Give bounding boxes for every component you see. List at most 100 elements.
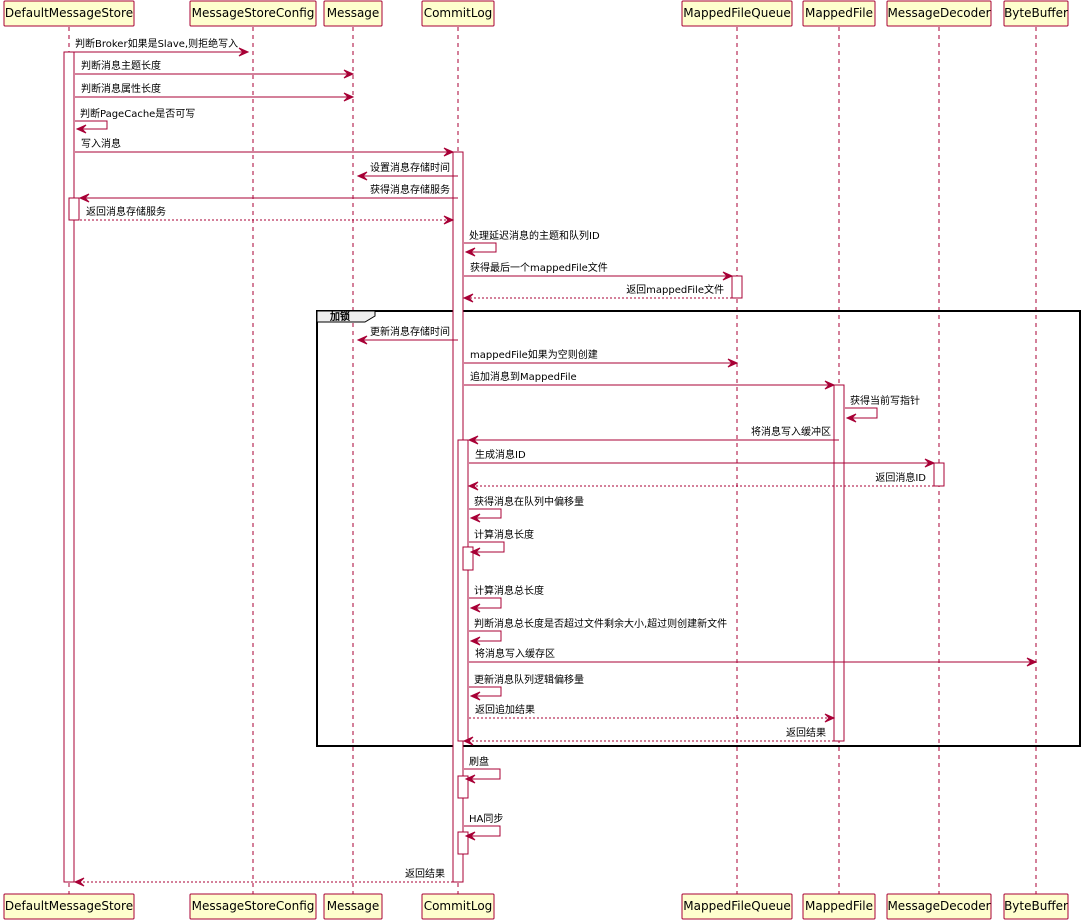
activation-CommitLog-9 bbox=[457, 831, 469, 855]
activation-DefaultMessageStore-1 bbox=[68, 197, 80, 221]
message-label-18: 获得消息在队列中偏移量 bbox=[474, 495, 584, 508]
arrowhead-6 bbox=[78, 193, 90, 203]
message-arrow-26 bbox=[464, 768, 501, 780]
arrowhead-26 bbox=[464, 774, 476, 784]
message-label-4: 写入消息 bbox=[81, 137, 121, 150]
participant-label-DefaultMessageStore-bottom: DefaultMessageStore bbox=[5, 899, 133, 913]
participant-box-MappedFileQueue-top bbox=[681, 0, 793, 27]
message-arrow-27 bbox=[464, 825, 501, 837]
message-label-3: 判断PageCache是否可写 bbox=[80, 107, 195, 120]
message-label-16: 生成消息ID bbox=[475, 448, 526, 461]
participant-label-MessageDecoder-top: MessageDecoder bbox=[887, 6, 990, 20]
participant-label-MessageStoreConfig-bottom: MessageStoreConfig bbox=[192, 899, 315, 913]
message-label-26: 刷盘 bbox=[469, 755, 489, 768]
message-label-20: 计算消息总长度 bbox=[474, 584, 544, 597]
arrowhead-1 bbox=[343, 69, 355, 79]
arrowhead-2 bbox=[343, 92, 355, 102]
message-arrow-20 bbox=[469, 597, 502, 609]
participant-box-Message-bottom bbox=[323, 893, 383, 920]
arrowhead-22 bbox=[1026, 657, 1038, 667]
message-arrow-23 bbox=[469, 686, 502, 697]
arrowhead-12 bbox=[727, 358, 739, 368]
message-label-13: 追加消息到MappedFile bbox=[470, 370, 577, 383]
arrowhead-23 bbox=[469, 691, 481, 701]
message-label-25: 返回结果 bbox=[786, 726, 826, 739]
message-label-11: 更新消息存储时间 bbox=[370, 325, 450, 338]
group-frame-lock bbox=[316, 310, 1081, 747]
arrowhead-8 bbox=[464, 247, 476, 257]
message-label-19: 计算消息长度 bbox=[474, 528, 534, 541]
arrowhead-21 bbox=[469, 636, 481, 646]
participant-box-CommitLog-top bbox=[421, 0, 495, 27]
message-label-22: 将消息写入缓存区 bbox=[475, 647, 555, 660]
message-label-14: 获得当前写指针 bbox=[850, 394, 920, 407]
message-label-1: 判断消息主题长度 bbox=[81, 59, 161, 72]
message-label-6: 获得消息存储服务 bbox=[370, 183, 450, 196]
message-label-10: 返回mappedFile文件 bbox=[626, 283, 724, 296]
message-label-27: HA同步 bbox=[469, 813, 503, 825]
message-label-8: 处理延迟消息的主题和队列ID bbox=[469, 229, 600, 242]
participant-label-Message-top: Message bbox=[327, 6, 380, 20]
participant-box-DefaultMessageStore-top bbox=[3, 0, 135, 27]
participant-box-MappedFile-top bbox=[802, 0, 876, 27]
arrowhead-18 bbox=[469, 513, 481, 523]
participant-label-ByteBuffer-top: ByteBuffer bbox=[1004, 6, 1068, 20]
participant-box-MappedFile-bottom bbox=[802, 893, 876, 920]
message-label-9: 获得最后一个mappedFile文件 bbox=[470, 261, 608, 274]
participant-box-CommitLog-bottom bbox=[421, 893, 495, 920]
message-label-7: 返回消息存储服务 bbox=[86, 205, 166, 218]
message-label-12: mappedFile如果为空则创建 bbox=[470, 348, 598, 361]
participant-box-MessageDecoder-bottom bbox=[886, 893, 992, 920]
activation-MessageDecoder-6 bbox=[933, 462, 945, 487]
participant-box-DefaultMessageStore-bottom bbox=[3, 893, 135, 920]
group-label-tab bbox=[316, 310, 376, 323]
group-label: 加锁 bbox=[329, 310, 350, 323]
message-label-24: 返回追加结果 bbox=[475, 703, 535, 716]
message-label-17: 返回消息ID bbox=[875, 471, 926, 484]
activation-MappedFileQueue-3 bbox=[731, 275, 743, 299]
participant-label-MessageStoreConfig-top: MessageStoreConfig bbox=[192, 6, 315, 20]
arrowhead-9 bbox=[722, 271, 734, 281]
arrowhead-10 bbox=[462, 293, 474, 303]
participant-label-CommitLog-top: CommitLog bbox=[424, 6, 493, 20]
participant-box-Message-top bbox=[323, 0, 383, 27]
message-label-21: 判断消息总长度是否超过文件剩余大小,超过则创建新文件 bbox=[474, 617, 727, 630]
message-label-5: 设置消息存储时间 bbox=[370, 161, 450, 174]
message-label-2: 判断消息属性长度 bbox=[81, 82, 161, 95]
arrowhead-28 bbox=[73, 877, 85, 887]
message-arrow-8 bbox=[464, 242, 497, 253]
activation-DefaultMessageStore-0 bbox=[63, 51, 75, 883]
arrowhead-4 bbox=[443, 147, 455, 157]
message-label-15: 将消息写入缓冲区 bbox=[751, 425, 831, 438]
participant-label-MappedFile-top: MappedFile bbox=[805, 6, 873, 20]
participant-box-MappedFileQueue-bottom bbox=[681, 893, 793, 920]
activation-CommitLog-5 bbox=[457, 439, 469, 742]
message-arrow-18 bbox=[469, 508, 502, 519]
arrowhead-3 bbox=[75, 124, 87, 134]
arrowhead-25 bbox=[462, 736, 474, 746]
message-arrow-3 bbox=[75, 120, 108, 130]
activation-MappedFile-4 bbox=[833, 384, 845, 742]
arrowhead-13 bbox=[824, 380, 836, 390]
participant-box-MessageStoreConfig-bottom bbox=[189, 893, 317, 920]
participant-label-ByteBuffer-bottom: ByteBuffer bbox=[1004, 899, 1068, 913]
arrowhead-16 bbox=[924, 458, 936, 468]
arrowhead-11 bbox=[356, 335, 368, 345]
participant-label-DefaultMessageStore-top: DefaultMessageStore bbox=[5, 6, 133, 20]
message-arrow-19 bbox=[469, 541, 505, 553]
arrowhead-24 bbox=[824, 713, 836, 723]
arrowhead-15 bbox=[467, 435, 479, 445]
arrowhead-17 bbox=[467, 481, 479, 491]
participant-label-MappedFileQueue-top: MappedFileQueue bbox=[683, 6, 790, 20]
participant-label-MappedFileQueue-bottom: MappedFileQueue bbox=[683, 899, 790, 913]
participant-box-MessageDecoder-top bbox=[886, 0, 992, 27]
arrowhead-5 bbox=[356, 171, 368, 181]
participant-box-MessageStoreConfig-top bbox=[189, 0, 317, 27]
participant-box-ByteBuffer-bottom bbox=[1003, 893, 1069, 920]
participant-label-CommitLog-bottom: CommitLog bbox=[424, 899, 493, 913]
message-label-28: 返回结果 bbox=[405, 867, 445, 880]
arrowhead-19 bbox=[469, 547, 481, 557]
participant-box-ByteBuffer-top bbox=[1003, 0, 1069, 27]
arrowhead-7 bbox=[443, 215, 455, 225]
